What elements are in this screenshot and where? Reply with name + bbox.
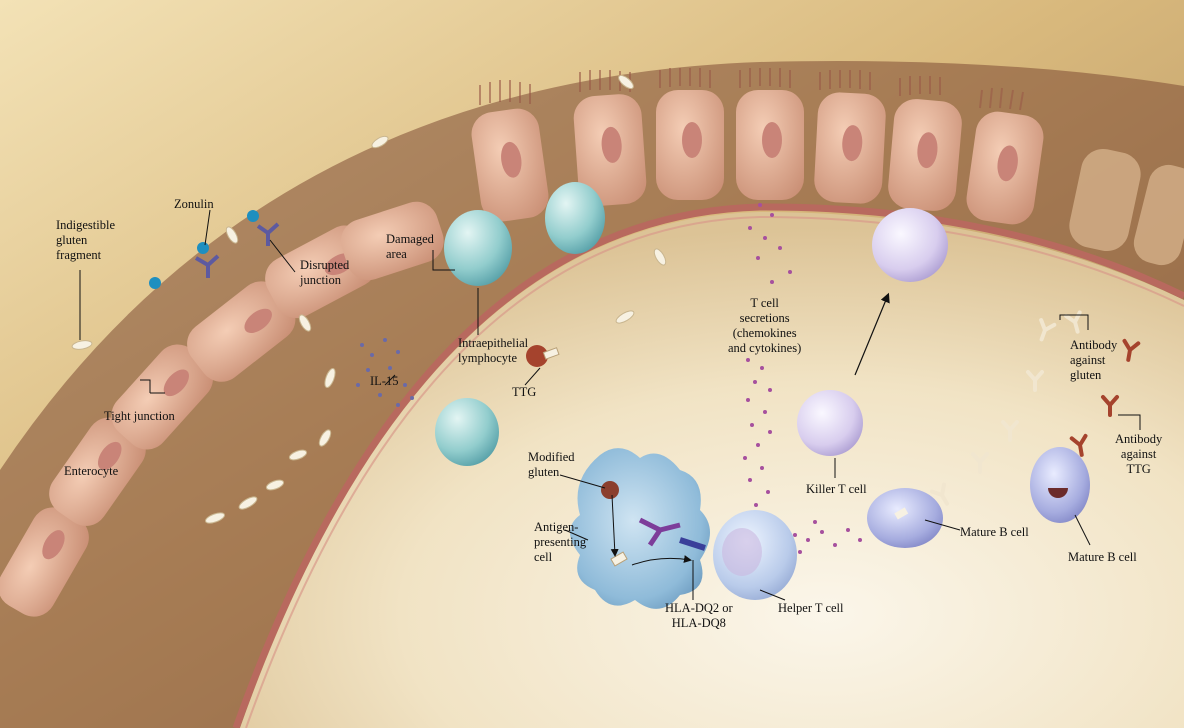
label-killer-t-cell: Killer T cell (806, 482, 867, 497)
mature-b-cell-1 (867, 488, 943, 548)
label-t-cell-secretions: T cell secretions (chemokines and cytoki… (728, 296, 801, 356)
lymphocyte-lumen (435, 398, 499, 466)
mature-b-cell-2 (1030, 447, 1090, 523)
label-il15: IL-15 (370, 374, 398, 389)
label-zonulin: Zonulin (174, 197, 214, 212)
label-intraepithelial-lymphocyte: Intraepithelial lymphocyte (458, 336, 528, 366)
label-mature-b-cell-1: Mature B cell (960, 525, 1029, 540)
label-antibody-against-gluten: Antibody against gluten (1070, 338, 1117, 383)
label-disrupted-junction: Disrupted junction (300, 258, 349, 288)
label-hla: HLA-DQ2 or HLA-DQ8 (665, 601, 733, 631)
intraepithelial-lymphocyte (444, 210, 512, 286)
label-tight-junction: Tight junction (104, 409, 175, 424)
label-mature-b-cell-2: Mature B cell (1068, 550, 1137, 565)
intraepithelial-lymphocyte-2 (545, 182, 605, 254)
label-indigestible-gluten-fragment: Indigestible gluten fragment (56, 218, 115, 263)
label-damaged-area: Damaged area (386, 232, 434, 262)
killer-t-cell (797, 390, 863, 456)
label-modified-gluten: Modified gluten (528, 450, 575, 480)
label-helper-t-cell: Helper T cell (778, 601, 844, 616)
label-ttg: TTG (512, 385, 536, 400)
label-antigen-presenting-cell: Antigen- presenting cell (534, 520, 586, 565)
label-enterocyte: Enterocyte (64, 464, 118, 479)
killer-t-cell-top (872, 208, 948, 282)
label-antibody-against-ttg: Antibody against TTG (1115, 432, 1162, 477)
